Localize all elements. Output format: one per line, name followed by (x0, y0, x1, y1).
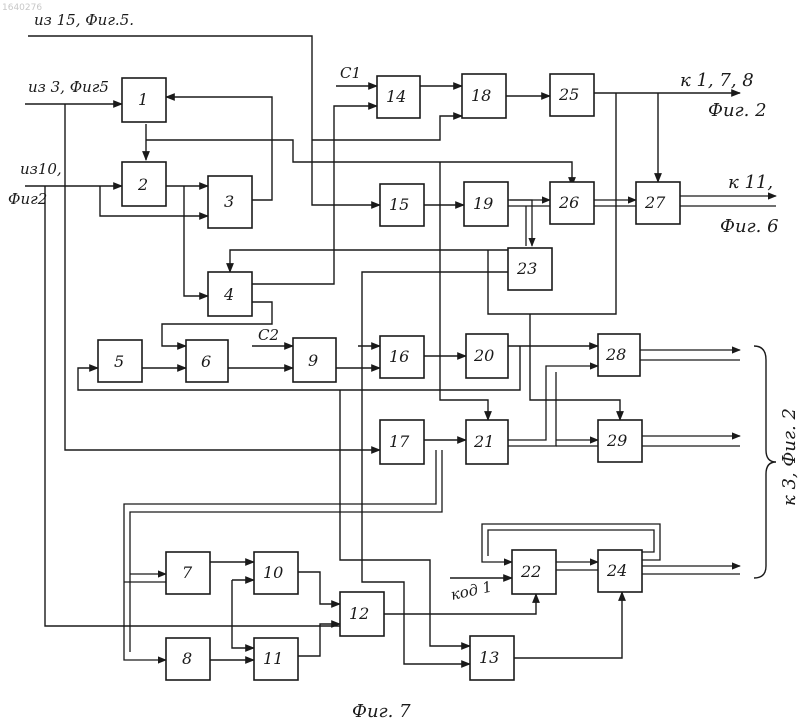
svg-text:18: 18 (471, 86, 491, 105)
block-29: 29 (598, 420, 642, 462)
svg-text:7: 7 (182, 563, 193, 582)
block-22: 22 (512, 550, 556, 594)
block-9: 9 (293, 338, 336, 382)
svg-text:15: 15 (389, 195, 409, 214)
svg-text:27: 27 (644, 193, 666, 212)
figure-caption: Фиг. 7 (352, 701, 411, 722)
block-21: 21 (466, 420, 508, 464)
svg-text:23: 23 (516, 259, 537, 278)
svg-text:21: 21 (473, 432, 494, 451)
svg-text:11: 11 (263, 649, 283, 668)
label-out-11-a: к 11, (728, 172, 773, 193)
svg-text:28: 28 (605, 345, 626, 364)
svg-text:26: 26 (558, 193, 579, 212)
blocks: 1 2 3 4 5 6 7 8 9 10 11 12 13 14 15 16 1… (98, 74, 680, 680)
block-14: 14 (377, 76, 420, 118)
svg-text:9: 9 (308, 351, 318, 370)
svg-text:6: 6 (201, 352, 211, 371)
block-16: 16 (380, 336, 424, 378)
svg-text:17: 17 (389, 432, 410, 451)
svg-text:14: 14 (386, 87, 406, 106)
block-3: 3 (208, 176, 252, 228)
label-in-10-a: из10, (20, 160, 62, 178)
label-c1: С1 (340, 64, 361, 82)
block-11: 11 (254, 638, 298, 680)
block-27: 27 (636, 182, 680, 224)
block-17: 17 (380, 420, 424, 464)
block-5: 5 (98, 340, 142, 382)
label-out-11-b: Фиг. 6 (720, 216, 779, 237)
block-4: 4 (208, 272, 252, 316)
block-10: 10 (254, 552, 298, 594)
label-code1: код 1 (449, 578, 494, 604)
block-20: 20 (466, 334, 508, 378)
svg-text:19: 19 (473, 194, 493, 213)
svg-text:5: 5 (114, 352, 124, 371)
block-24: 24 (598, 550, 642, 592)
block-18: 18 (462, 74, 506, 118)
label-in-10-b: Фиг2 (8, 190, 47, 208)
svg-text:16: 16 (389, 347, 409, 366)
label-out-178-b: Фиг. 2 (708, 100, 767, 121)
block-23: 23 (508, 248, 552, 290)
block-8: 8 (166, 638, 210, 680)
svg-text:10: 10 (263, 563, 283, 582)
label-in-3-fig5: из 3, Фиг5 (28, 78, 109, 96)
block-19: 19 (464, 182, 508, 226)
block-26: 26 (550, 182, 594, 224)
block-2: 2 (122, 162, 166, 206)
label-out-178-a: к 1, 7, 8 (680, 70, 754, 91)
svg-text:24: 24 (606, 561, 627, 580)
block-12: 12 (340, 592, 384, 636)
block-1: 1 (122, 78, 166, 122)
label-in-15-fig5: из 15, Фиг.5. (34, 11, 134, 29)
svg-text:2: 2 (137, 175, 148, 194)
label-c2: С2 (258, 326, 279, 344)
svg-text:3: 3 (224, 192, 234, 211)
block-13: 13 (470, 636, 514, 680)
svg-text:22: 22 (520, 562, 541, 581)
block-7: 7 (166, 552, 210, 594)
svg-text:13: 13 (479, 648, 499, 667)
label-out-3-fig2: к 3, Фиг. 2 (779, 408, 800, 506)
svg-text:4: 4 (223, 285, 234, 304)
block-6: 6 (186, 340, 228, 382)
block-25: 25 (550, 74, 594, 116)
block-15: 15 (380, 184, 424, 226)
svg-text:8: 8 (182, 649, 192, 668)
block-28: 28 (598, 334, 640, 376)
svg-text:12: 12 (349, 604, 369, 623)
svg-text:29: 29 (606, 431, 627, 450)
svg-text:25: 25 (558, 85, 579, 104)
svg-text:20: 20 (473, 346, 494, 365)
svg-text:1: 1 (138, 90, 148, 109)
